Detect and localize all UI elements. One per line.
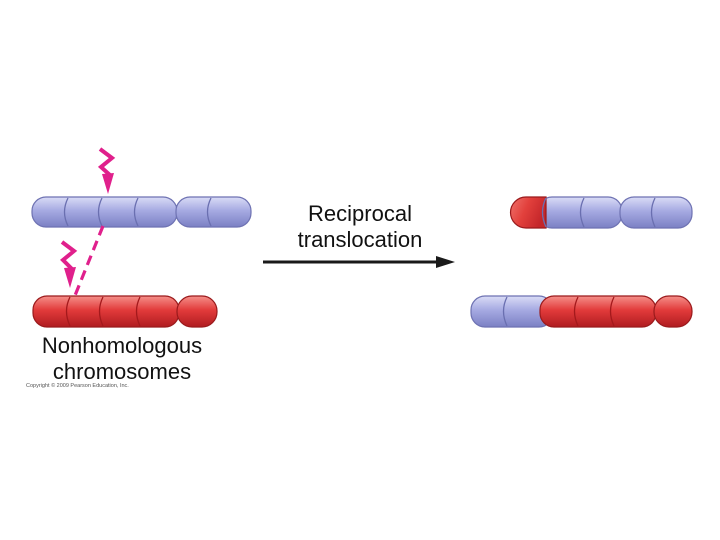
process-label-line1: Reciprocal xyxy=(308,201,412,226)
chromosomes-label-line1: Nonhomologous xyxy=(41,333,203,358)
copyright-notice: Copyright © 2009 Pearson Education, Inc. xyxy=(26,383,129,389)
result-chromosome-top xyxy=(509,196,693,229)
chromosomes-label-line2: chromosomes xyxy=(52,359,192,384)
break-line-dashed xyxy=(72,225,105,299)
arrowhead-icon xyxy=(102,173,114,194)
process-label: Reciprocal translocation xyxy=(250,201,470,253)
blue-chromosome-original xyxy=(31,196,252,228)
chromosomes-label: Nonhomologous chromosomes xyxy=(12,333,232,385)
lightning-bolt-icon xyxy=(60,240,78,272)
result-chromosome-bottom xyxy=(470,295,693,328)
arrowhead-icon xyxy=(64,267,76,288)
lightning-bolt-icon xyxy=(97,147,116,178)
red-chromosome-original xyxy=(32,295,218,328)
arrow-head xyxy=(436,256,455,268)
process-label-line2: translocation xyxy=(297,227,423,252)
